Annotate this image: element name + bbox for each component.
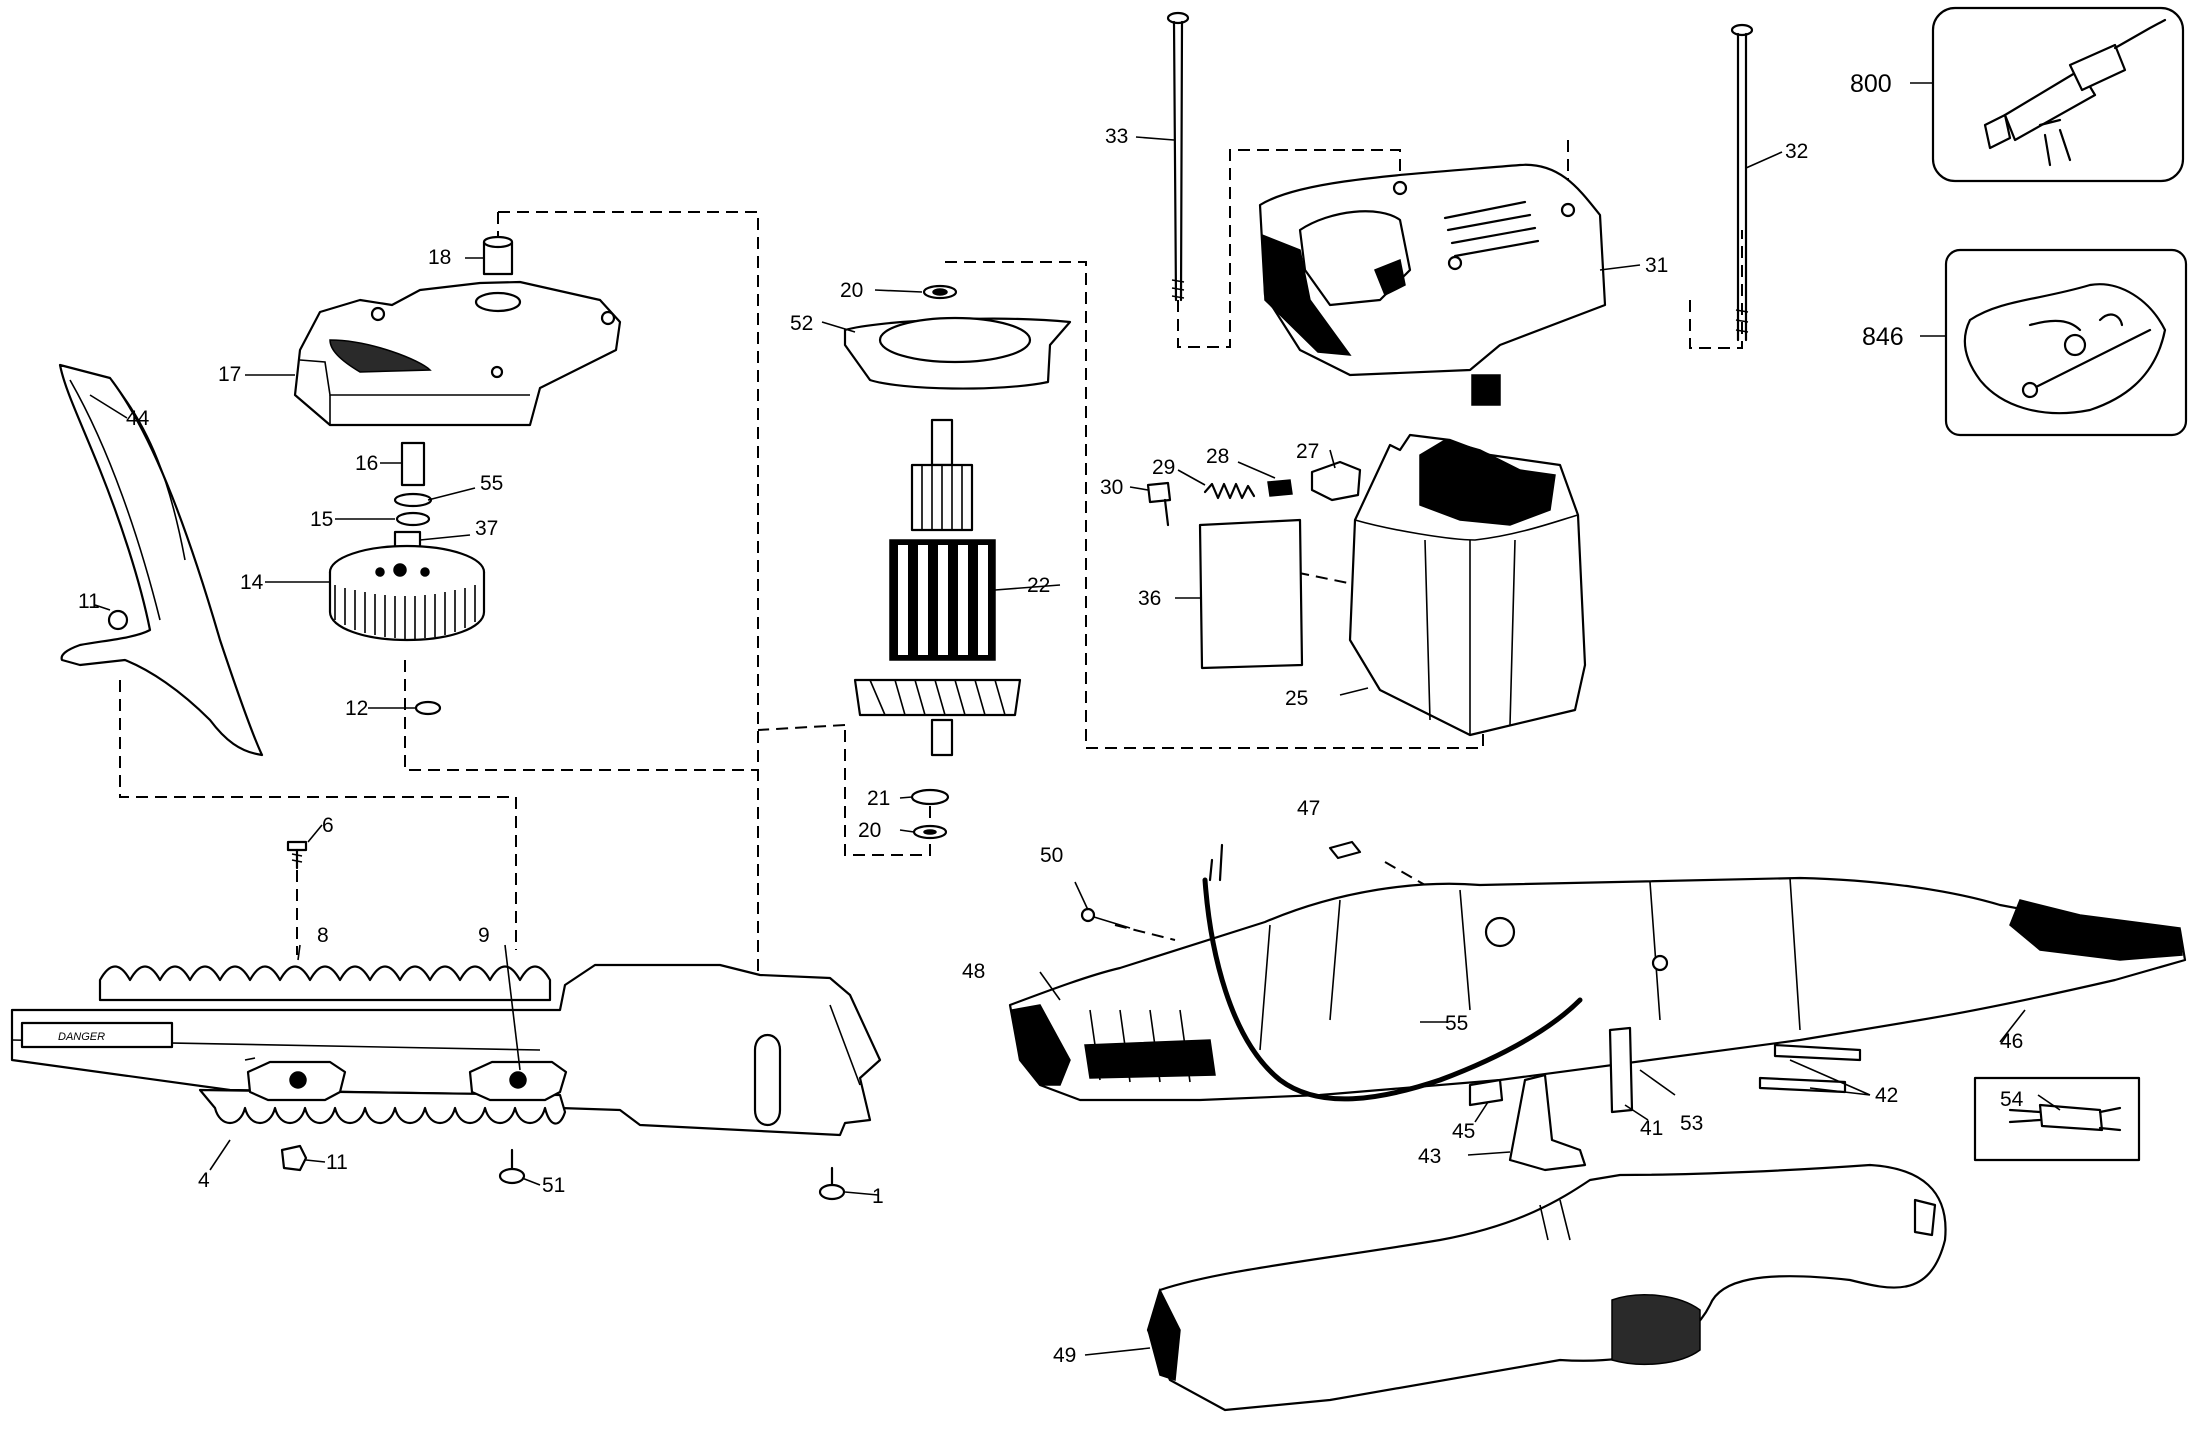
blade-assembly: DANGER — [10, 840, 882, 1201]
label-part-20-top: 20 — [840, 279, 863, 302]
housing-screws — [1166, 11, 1754, 342]
label-part-32: 32 — [1785, 140, 1808, 163]
label-part-4: 4 — [198, 1169, 210, 1192]
motor-housing-assembly — [1146, 374, 1587, 737]
label-part-15: 15 — [310, 508, 333, 531]
part-number-labels: 18 17 16 55 15 37 14 12 44 11 6 8 9 4 11… — [78, 70, 2024, 1367]
label-part-48: 48 — [962, 960, 985, 983]
front-hand-guard — [58, 363, 264, 757]
inset-800 — [1931, 6, 2185, 183]
assembly-dashed-lines — [119, 140, 1743, 975]
label-part-45: 45 — [1452, 1120, 1475, 1143]
label-part-9: 9 — [478, 924, 490, 947]
label-part-18: 18 — [428, 246, 451, 269]
label-part-55-handle: 55 — [1445, 1012, 1468, 1035]
inset-54 — [1973, 1076, 2141, 1162]
label-part-6: 6 — [322, 814, 334, 837]
label-part-17: 17 — [218, 363, 241, 386]
label-part-846: 846 — [1862, 323, 1904, 351]
label-part-52: 52 — [790, 312, 813, 335]
label-part-22: 22 — [1027, 574, 1050, 597]
label-part-28: 28 — [1206, 445, 1229, 468]
label-part-53: 53 — [1680, 1112, 1703, 1135]
label-part-30: 30 — [1100, 476, 1123, 499]
label-part-27: 27 — [1296, 440, 1319, 463]
leader-lines — [89, 82, 2061, 1356]
label-part-31: 31 — [1645, 254, 1668, 277]
label-part-33: 33 — [1105, 125, 1128, 148]
label-part-42: 42 — [1875, 1084, 1898, 1107]
label-part-47: 47 — [1297, 797, 1320, 820]
handle-housing-left — [1008, 840, 2187, 1172]
label-part-37: 37 — [475, 517, 498, 540]
label-part-55-gear: 55 — [480, 472, 503, 495]
label-part-41: 41 — [1640, 1117, 1663, 1140]
motor-cover — [1258, 163, 1607, 377]
label-part-51: 51 — [542, 1174, 565, 1197]
blade-danger-decal: DANGER — [58, 1031, 105, 1043]
label-part-11-blade: 11 — [326, 1151, 348, 1174]
armature-assembly — [843, 284, 1072, 840]
label-part-12: 12 — [345, 697, 368, 720]
label-part-25: 25 — [1285, 687, 1308, 710]
nut-11-icon — [107, 609, 129, 631]
label-part-29: 29 — [1152, 456, 1175, 479]
label-part-11-guard: 11 — [78, 590, 100, 613]
label-part-49: 49 — [1053, 1344, 1076, 1367]
inset-846 — [1944, 248, 2188, 437]
label-part-46: 46 — [2000, 1030, 2023, 1053]
label-part-50: 50 — [1040, 844, 1063, 867]
label-part-1: 1 — [872, 1185, 884, 1208]
label-part-14: 14 — [240, 571, 264, 594]
gear-case-assembly — [293, 235, 622, 716]
label-part-800: 800 — [1850, 70, 1892, 98]
label-part-36: 36 — [1138, 587, 1161, 610]
label-part-20-bottom: 20 — [858, 819, 881, 842]
label-part-54: 54 — [2000, 1088, 2024, 1111]
label-part-43: 43 — [1418, 1145, 1441, 1168]
label-part-16: 16 — [355, 452, 378, 475]
label-part-21: 21 — [867, 787, 890, 810]
handle-housing-right — [1146, 1163, 1947, 1412]
label-part-8: 8 — [317, 924, 329, 947]
label-part-44: 44 — [126, 407, 150, 430]
